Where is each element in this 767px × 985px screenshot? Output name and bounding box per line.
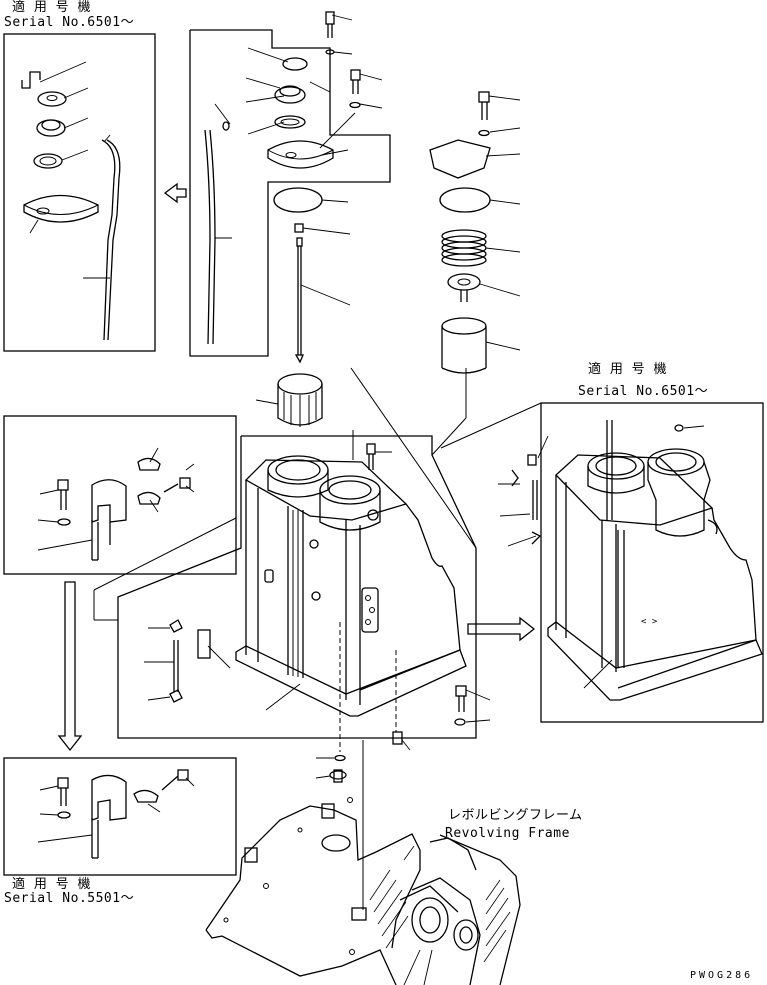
hollow-arrow-left-icon xyxy=(163,182,187,204)
detail-box-top-left xyxy=(3,33,156,352)
detail-box-main-outline xyxy=(117,435,477,739)
revolving-frame-label-jp: レボルビングフレーム xyxy=(448,808,583,823)
detail-box-top-center xyxy=(189,29,391,357)
applicable-serial-label: Serial No.5501～ xyxy=(4,891,135,906)
bracket-detail-5501 xyxy=(37,769,195,859)
filter-parts xyxy=(429,91,521,418)
top-left-detail-parts xyxy=(21,61,121,341)
top-center-detail-parts xyxy=(204,11,383,364)
applicable-serial-label: Serial No.6501～ xyxy=(4,15,135,30)
bracket-detail xyxy=(37,447,195,561)
right-detail-tank: < > xyxy=(498,420,763,701)
svg-text:< >: < > xyxy=(641,617,658,627)
hollow-arrow-down-icon xyxy=(57,581,83,752)
drawing-code: PWOG286 xyxy=(690,970,754,981)
applicable-serial-label: Serial No.6501～ xyxy=(578,384,709,399)
hollow-arrow-right-icon xyxy=(467,616,536,642)
strainer-cap xyxy=(255,373,323,427)
applicable-serial-label-jp: 適 用 号 機 xyxy=(12,0,91,15)
detail-box-right xyxy=(540,402,764,723)
revolving-frame xyxy=(205,797,521,985)
applicable-serial-label-jp: 適 用 号 機 xyxy=(588,362,667,377)
mount-washers xyxy=(315,754,347,783)
applicable-serial-label-jp: 適 用 号 機 xyxy=(12,877,91,892)
detail-box-bottom-left xyxy=(3,757,237,876)
hydraulic-tank xyxy=(144,443,491,752)
detail-box-left-middle xyxy=(3,415,237,575)
revolving-frame-label: Revolving Frame xyxy=(445,826,570,841)
